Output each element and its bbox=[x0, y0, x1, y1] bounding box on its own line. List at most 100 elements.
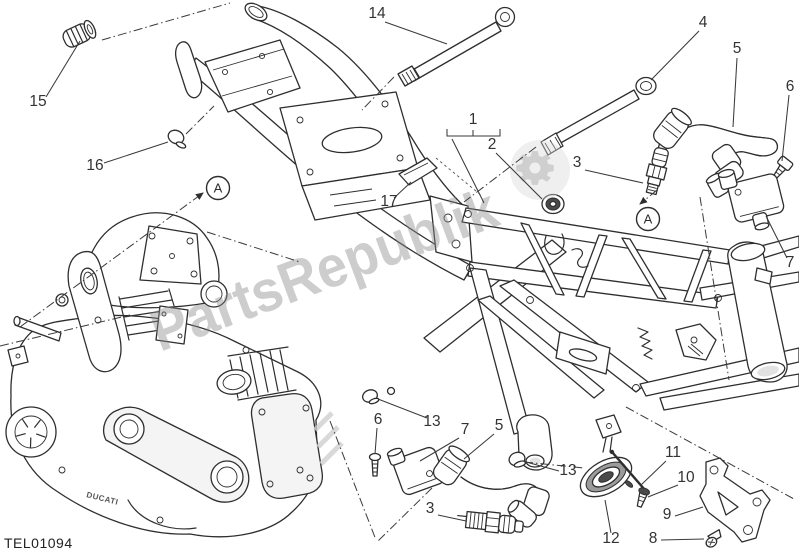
part-plug-16 bbox=[167, 129, 187, 149]
callout-4-3: 4 bbox=[699, 14, 708, 31]
subframe-tube-end bbox=[244, 2, 268, 22]
frame-spring bbox=[637, 327, 653, 360]
leader-line-7 bbox=[419, 437, 460, 462]
frame-junction-bolts bbox=[464, 210, 722, 392]
leader-line-16 bbox=[103, 141, 169, 164]
leader-line-3 bbox=[584, 169, 644, 184]
watermark-logo-circle bbox=[510, 140, 570, 200]
part-cap-13-right bbox=[508, 451, 527, 468]
parts bbox=[62, 6, 794, 548]
frame-horn-mount bbox=[595, 414, 622, 453]
frame-steering-head bbox=[727, 241, 788, 383]
axis-line-5 bbox=[206, 231, 301, 263]
gear-icon bbox=[516, 151, 554, 185]
callout-14-2: 14 bbox=[368, 5, 386, 22]
leader-line-4 bbox=[650, 30, 700, 81]
engine-shading bbox=[313, 411, 344, 466]
frame-pivot-cylinder bbox=[516, 414, 553, 471]
engine-cover-bolts bbox=[148, 232, 198, 278]
subframe-cross-plate bbox=[204, 39, 301, 113]
part-plug-cable-5-bottom bbox=[432, 445, 550, 528]
leader-line-15 bbox=[45, 40, 81, 98]
leader-line-1 bbox=[451, 138, 485, 204]
part-spark-plug-3-top bbox=[645, 141, 669, 196]
axis-line-3 bbox=[463, 146, 537, 203]
engine-valve-cover-plate bbox=[139, 225, 202, 285]
frame-trellis-braces bbox=[520, 222, 712, 303]
part-rod-11 bbox=[609, 449, 646, 491]
callout-6-12: 6 bbox=[374, 411, 383, 428]
axis-line-4 bbox=[19, 192, 204, 328]
axis-lines bbox=[0, 2, 795, 543]
axis-line-9 bbox=[625, 406, 795, 500]
part-bolt-14 bbox=[397, 6, 516, 87]
callout-2-5: 2 bbox=[488, 136, 497, 153]
callout-1-4: 1 bbox=[469, 111, 478, 128]
part-rubber-cap-15 bbox=[62, 19, 97, 48]
callout-3-16: 3 bbox=[426, 500, 435, 517]
leader-line-3 bbox=[437, 514, 467, 522]
leader-line-14 bbox=[384, 21, 448, 45]
part-ignition-coil-7-top bbox=[705, 168, 785, 231]
assembly-bracket-1 bbox=[446, 129, 501, 137]
part-bushing-2 bbox=[541, 193, 565, 215]
part-spark-plug-3-bottom bbox=[457, 510, 524, 534]
part-screw-10 bbox=[636, 487, 650, 508]
callout-17-10: 17 bbox=[380, 193, 397, 210]
leader-line-8 bbox=[660, 538, 705, 541]
callout-13-15: 13 bbox=[559, 462, 576, 479]
detail-marker-a-1: A bbox=[635, 206, 661, 232]
axis-line-1 bbox=[185, 105, 215, 135]
axis-line-0 bbox=[101, 2, 231, 41]
doc-code-label: TEL01094 bbox=[4, 535, 73, 551]
axis-line-2 bbox=[361, 76, 395, 111]
subframe-front-hook bbox=[175, 41, 203, 99]
callout-3-6: 3 bbox=[573, 154, 582, 171]
leader-line-7 bbox=[765, 215, 788, 259]
axis-line-10 bbox=[376, 487, 433, 543]
frame-footpeg-bracket bbox=[675, 323, 717, 361]
callout-12-17: 12 bbox=[602, 530, 619, 547]
callout-7-9: 7 bbox=[786, 254, 795, 271]
axis-line-8 bbox=[699, 196, 730, 381]
callout-7-13: 7 bbox=[461, 421, 470, 438]
svg-text:A: A bbox=[214, 181, 223, 196]
part-bracket-9 bbox=[699, 457, 771, 543]
leader-line-10 bbox=[647, 484, 679, 498]
frame-top-tube bbox=[461, 207, 731, 265]
callout-5-14: 5 bbox=[495, 417, 504, 434]
callout-5-7: 5 bbox=[733, 40, 742, 57]
leader-line-12 bbox=[604, 499, 612, 534]
svg-text:A: A bbox=[644, 212, 653, 227]
leader-line-2 bbox=[495, 152, 543, 200]
leader-line-11 bbox=[640, 460, 667, 486]
leader-line-17 bbox=[393, 181, 412, 199]
leader-line-6 bbox=[374, 427, 378, 455]
callout-9-20: 9 bbox=[663, 506, 672, 523]
callout-10-19: 10 bbox=[677, 469, 695, 486]
engine-head-cover-right bbox=[250, 392, 324, 500]
frame-cable-guides bbox=[544, 233, 589, 268]
leader-line-9 bbox=[674, 506, 704, 517]
leader-line-6 bbox=[781, 94, 790, 162]
part-cap-13-left bbox=[362, 386, 396, 405]
engine-alternator-cover bbox=[5, 406, 57, 458]
callout-13-11: 13 bbox=[423, 413, 440, 430]
detail-marker-a-0: A bbox=[205, 175, 231, 201]
part-screw-6-bottom bbox=[368, 452, 382, 477]
callout-11-18: 11 bbox=[665, 444, 681, 461]
frame-main bbox=[423, 207, 799, 471]
callout-16-1: 16 bbox=[86, 157, 103, 174]
leader-line-5 bbox=[732, 57, 738, 128]
axis-line-12 bbox=[523, 461, 585, 469]
callout-8-21: 8 bbox=[649, 530, 658, 547]
axis-line-11 bbox=[329, 420, 377, 541]
part-ignition-coil-7-bottom bbox=[386, 446, 445, 496]
part-bolt-4 bbox=[540, 76, 657, 156]
leader-line-13 bbox=[377, 398, 428, 419]
callout-6-8: 6 bbox=[786, 78, 795, 95]
engine-port-ring bbox=[200, 280, 228, 308]
subframe-plate-slot bbox=[321, 126, 383, 154]
axis-line-7 bbox=[639, 189, 658, 205]
leader-lines bbox=[45, 21, 790, 541]
